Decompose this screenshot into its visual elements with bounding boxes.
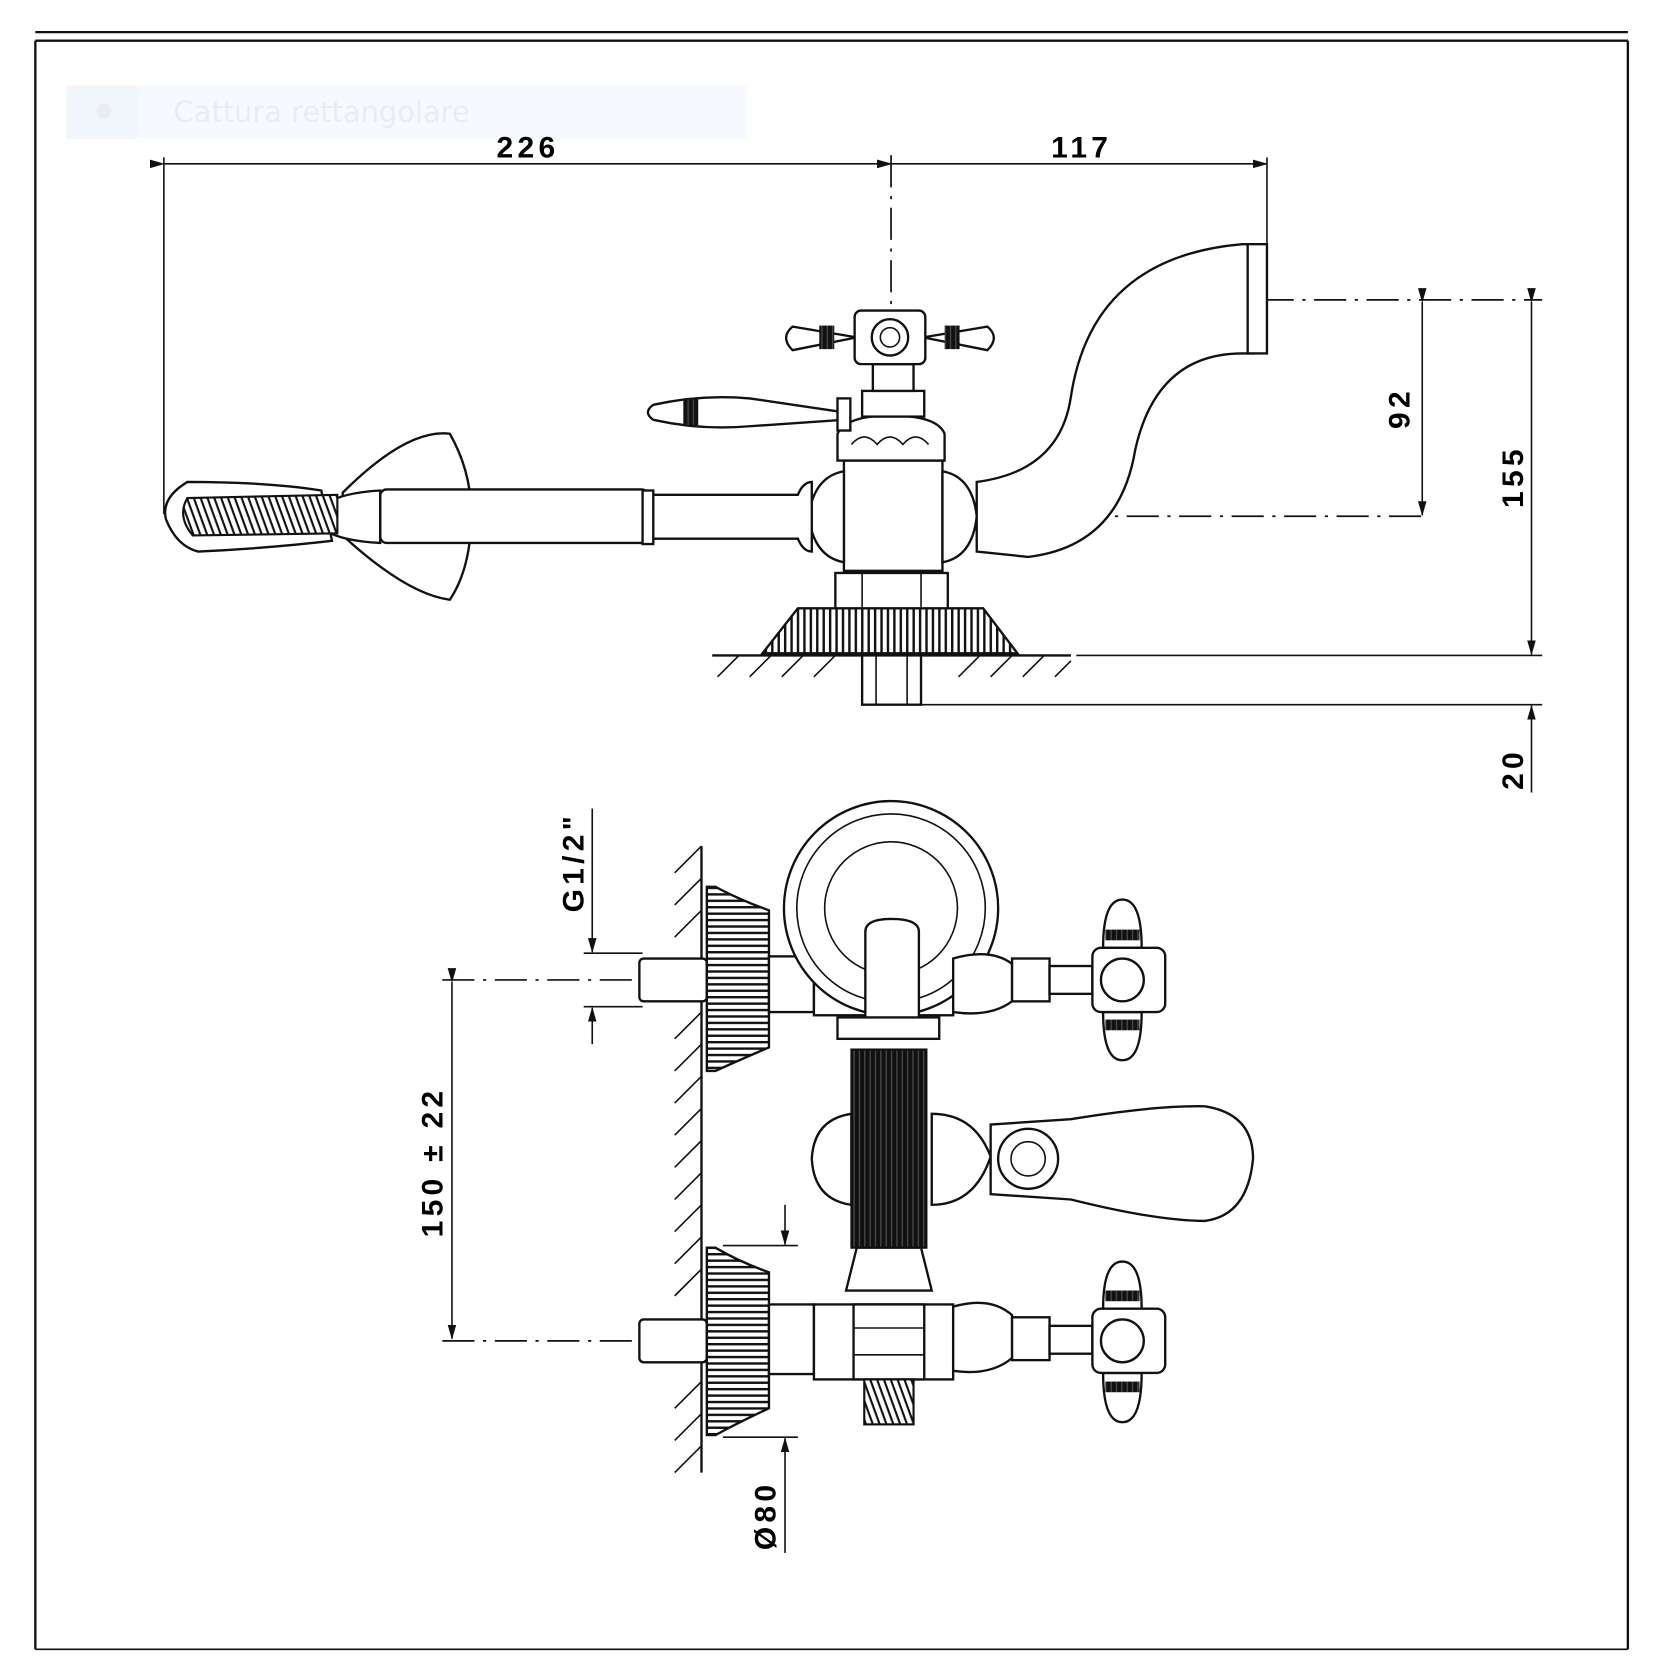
spout (975, 243, 1255, 559)
front-view: G1/2" 150 ± 22 Ø80 (416, 799, 1255, 1553)
capture-overlay[interactable]: Cattura rettangolare (66, 85, 747, 140)
hand-shower (163, 432, 813, 602)
dim-155: 155 (1497, 445, 1530, 508)
cross-handle-side (784, 309, 996, 366)
capture-overlay-label: Cattura rettangolare (173, 95, 469, 129)
dim-rosette-diameter: Ø80 (749, 1481, 782, 1550)
dim-thread: G1/2" (558, 812, 591, 913)
cross-handle-hot (951, 898, 1167, 1062)
page-frame (34, 30, 1630, 1651)
cross-handle-cold (951, 1260, 1167, 1424)
diverter-lever (930, 1105, 1255, 1223)
wall (674, 845, 703, 1474)
wall-rosette-bottom (705, 1246, 771, 1437)
dim-117: 117 (1051, 131, 1112, 164)
dim-centers: 150 ± 22 (416, 1087, 449, 1238)
ribbed-column (850, 1048, 928, 1249)
capture-dot-icon (96, 103, 112, 119)
shower-holder (782, 799, 1000, 1030)
base-rosette (760, 607, 1020, 655)
dim-92: 92 (1383, 387, 1416, 429)
dim-226: 226 (497, 131, 560, 164)
dim-20: 20 (1497, 748, 1530, 790)
wall-rosette-top (705, 885, 771, 1073)
side-view: 226 117 92 155 20 (149, 131, 1543, 793)
